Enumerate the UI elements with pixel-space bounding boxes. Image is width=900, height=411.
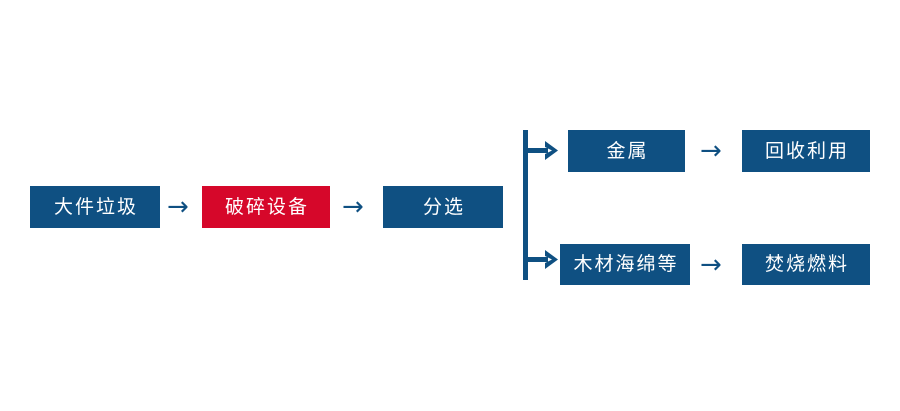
- node-wood-sponge-etc[interactable]: 木材海绵等: [560, 244, 690, 285]
- branch-connector: [518, 126, 564, 284]
- branch-spine-line: [523, 130, 528, 280]
- node-crushing-equipment[interactable]: 破碎设备: [202, 186, 330, 228]
- branch-connector-svg: [523, 130, 558, 280]
- arrow-right-icon-sort-to-wood: [545, 250, 558, 269]
- node-incineration-fuel[interactable]: 焚烧燃料: [742, 244, 870, 285]
- branch-lower-stem: [528, 257, 548, 262]
- node-recycling-reuse[interactable]: 回收利用: [742, 130, 870, 172]
- arrow-right-icon-sort-to-metal: [545, 141, 558, 160]
- arrow-right-icon-crusher-to-sort: →: [342, 192, 364, 222]
- node-metal[interactable]: 金属: [568, 130, 685, 172]
- arrow-right-icon-wood-to-fuel: →: [700, 250, 722, 280]
- node-sorting[interactable]: 分选: [383, 186, 503, 228]
- node-bulky-waste[interactable]: 大件垃圾: [30, 186, 160, 228]
- branch-upper-stem: [528, 148, 548, 153]
- arrow-right-icon-bulky-to-crusher: →: [167, 192, 189, 222]
- arrow-right-icon-metal-to-recycle: →: [700, 136, 722, 166]
